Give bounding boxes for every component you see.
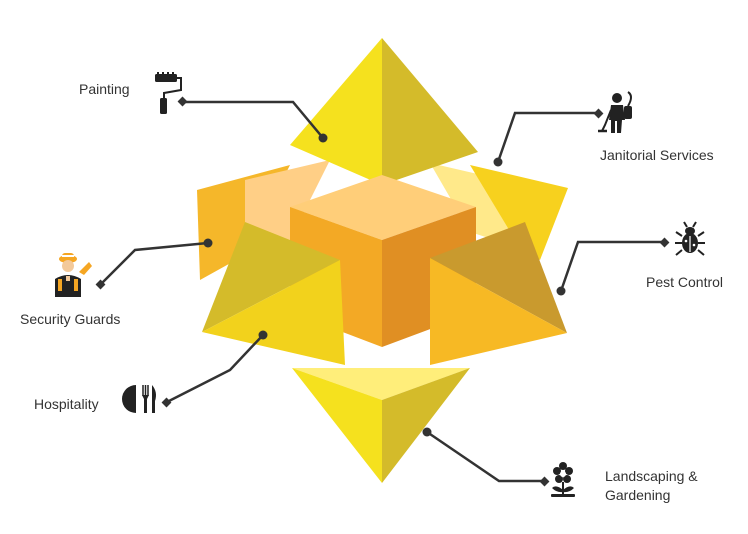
label-pest: Pest Control (646, 274, 724, 290)
left-front-pyramid (202, 222, 345, 365)
dot-security (203, 238, 213, 248)
bottom-pyramid (292, 368, 470, 483)
connector-dots (203, 133, 566, 437)
dot-pest (556, 286, 566, 296)
connector-landscaping (426, 430, 544, 483)
dot-painting (318, 133, 328, 143)
vacuum-cleaner-person-icon (598, 91, 632, 133)
dot-janitorial (493, 157, 503, 167)
dot-landscaping (422, 427, 432, 437)
right-back-wing (430, 163, 568, 260)
diamond-pest (659, 237, 670, 248)
plate-cutlery-icon (122, 385, 156, 413)
diamond-landscaping (539, 476, 550, 487)
diamond-janitorial (593, 108, 604, 119)
connector-hospitality (166, 334, 264, 404)
label-hospitality: Hospitality (34, 396, 99, 412)
right-front-pyramid (430, 222, 567, 365)
security-guard-icon (55, 253, 92, 297)
connector-janitorial (496, 111, 598, 163)
flower-icon (551, 462, 575, 497)
label-painting: Painting (79, 81, 130, 97)
connector-security (100, 241, 209, 285)
label-landscaping-line2: Gardening (605, 487, 671, 503)
diamond-hospitality (161, 397, 172, 408)
connector-pest (559, 240, 664, 292)
label-landscaping-line1: Landscaping & (605, 468, 698, 484)
connector-lines (100, 100, 664, 483)
label-security: Security Guards (20, 311, 121, 327)
label-janitorial: Janitorial Services (600, 147, 714, 163)
top-pyramid (290, 38, 478, 185)
paint-roller-icon (155, 72, 182, 114)
bug-icon (675, 221, 705, 256)
connector-diamonds (95, 96, 670, 487)
connector-painting (183, 100, 324, 139)
diamond-painting (177, 96, 188, 107)
dot-hospitality (258, 330, 268, 340)
